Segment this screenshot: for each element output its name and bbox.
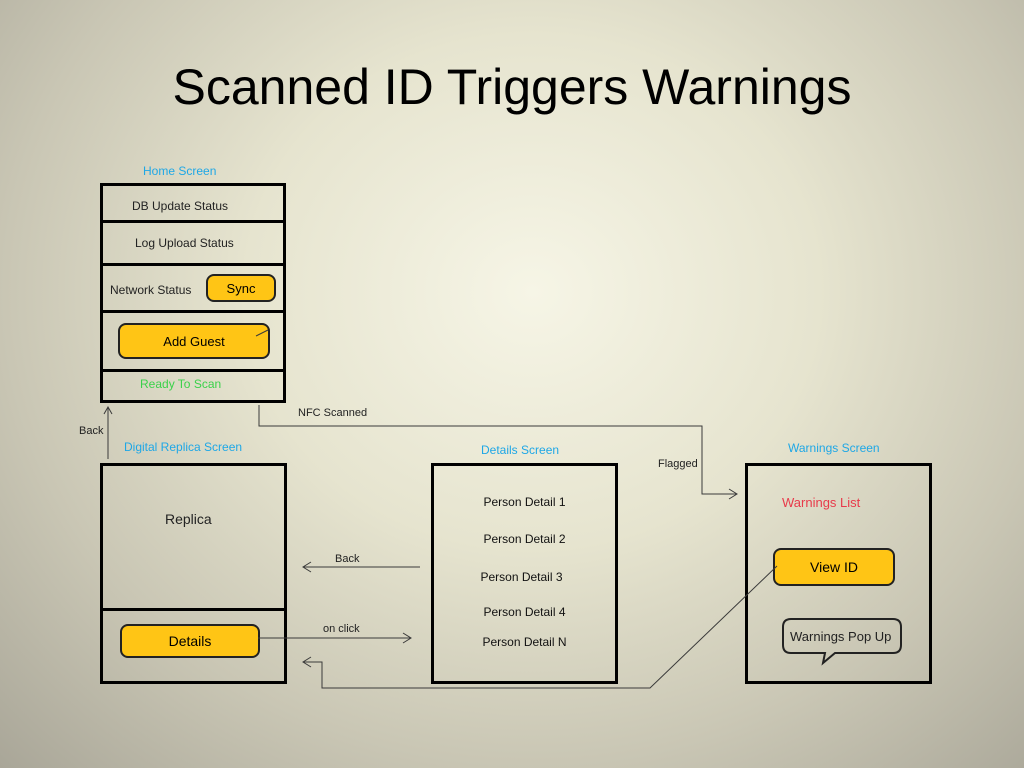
person-detail: Person Detail N	[482, 635, 567, 649]
person-detail: Person Detail 4	[483, 605, 566, 619]
home-divider	[103, 220, 283, 223]
slide-title: Scanned ID Triggers Warnings	[172, 59, 852, 115]
warnings-screen: Warnings List View ID Warnings Pop Up	[745, 463, 932, 684]
nfc-scanned-arrow	[258, 405, 737, 495]
replica-screen-label: Digital Replica Screen	[124, 440, 243, 454]
replica-text: Replica	[165, 511, 212, 527]
details-button[interactable]: Details	[120, 624, 260, 658]
person-detail: Person Detail 3	[480, 570, 563, 584]
digital-replica-screen: Replica Details	[100, 463, 287, 684]
home-divider	[103, 369, 283, 372]
person-detail: Person Detail 2	[483, 532, 566, 546]
back-label: Back	[335, 553, 360, 565]
home-screen: DB Update Status Log Upload Status Netwo…	[100, 183, 286, 403]
flagged-label: Flagged	[658, 458, 698, 470]
db-update-status: DB Update Status	[132, 199, 229, 213]
log-upload-status: Log Upload Status	[135, 236, 234, 250]
home-screen-label: Home Screen	[143, 164, 217, 178]
sync-button[interactable]: Sync	[206, 274, 276, 302]
details-screen-label: Details Screen	[481, 443, 560, 457]
on-click-label: on click	[323, 623, 360, 635]
network-status: Network Status	[110, 283, 192, 297]
warnings-popup-label: Warnings Pop Up	[790, 629, 892, 644]
home-divider	[103, 310, 283, 313]
replica-divider	[103, 608, 284, 611]
details-screen: Person Detail 1 Person Detail 2 Person D…	[431, 463, 618, 684]
warnings-list: Warnings List	[782, 495, 861, 510]
view-id-button[interactable]: View ID	[773, 548, 895, 586]
add-guest-button[interactable]: Add Guest	[118, 323, 270, 359]
back-label: Back	[79, 425, 104, 437]
warnings-popup: Warnings Pop Up	[781, 617, 903, 667]
nfc-scanned-label: NFC Scanned	[298, 407, 368, 419]
warnings-screen-label: Warnings Screen	[788, 441, 880, 455]
ready-to-scan-status: Ready To Scan	[140, 377, 222, 391]
home-divider	[103, 263, 283, 266]
person-detail: Person Detail 1	[483, 495, 566, 509]
view-id-to-replica-arrow	[303, 565, 778, 689]
